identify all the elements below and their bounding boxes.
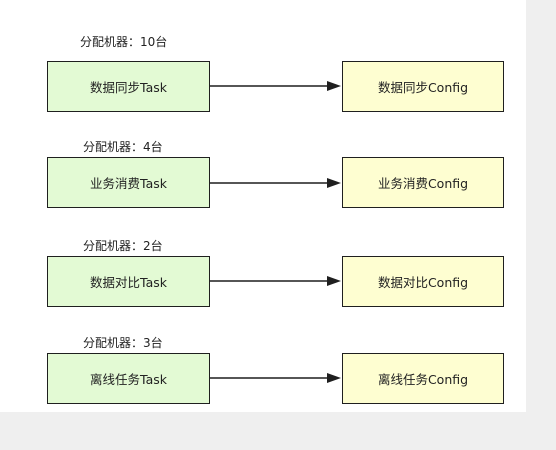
row-2-task-label: 业务消费Task xyxy=(90,176,167,191)
row-1-machines-caption: 分配机器：10台 xyxy=(80,35,168,49)
row-1-task-box: 数据同步Task xyxy=(47,61,210,112)
row-2-machines-caption: 分配机器：4台 xyxy=(83,140,163,154)
row-2-task-box: 业务消费Task xyxy=(47,157,210,208)
row-4-machines-caption: 分配机器：3台 xyxy=(83,336,163,350)
row-1-config-label: 数据同步Config xyxy=(377,80,469,95)
row-3-config-box: 数据对比Config xyxy=(342,256,504,307)
row-1-config-box: 数据同步Config xyxy=(342,61,504,112)
row-2-config-box: 业务消费Config xyxy=(342,157,504,208)
row-3-task-label: 数据对比Task xyxy=(90,275,167,290)
row-3-machines-caption: 分配机器：2台 xyxy=(83,239,163,253)
row-4-task-box: 离线任务Task xyxy=(47,353,210,404)
row-4-task-label: 离线任务Task xyxy=(90,372,167,387)
row-4-config-box: 离线任务Config xyxy=(342,353,504,404)
row-3-task-box: 数据对比Task xyxy=(47,256,210,307)
row-4-config-label: 离线任务Config xyxy=(377,372,469,387)
row-3-config-label: 数据对比Config xyxy=(377,275,469,290)
row-2-config-label: 业务消费Config xyxy=(377,176,469,191)
row-1-task-label: 数据同步Task xyxy=(90,80,167,95)
